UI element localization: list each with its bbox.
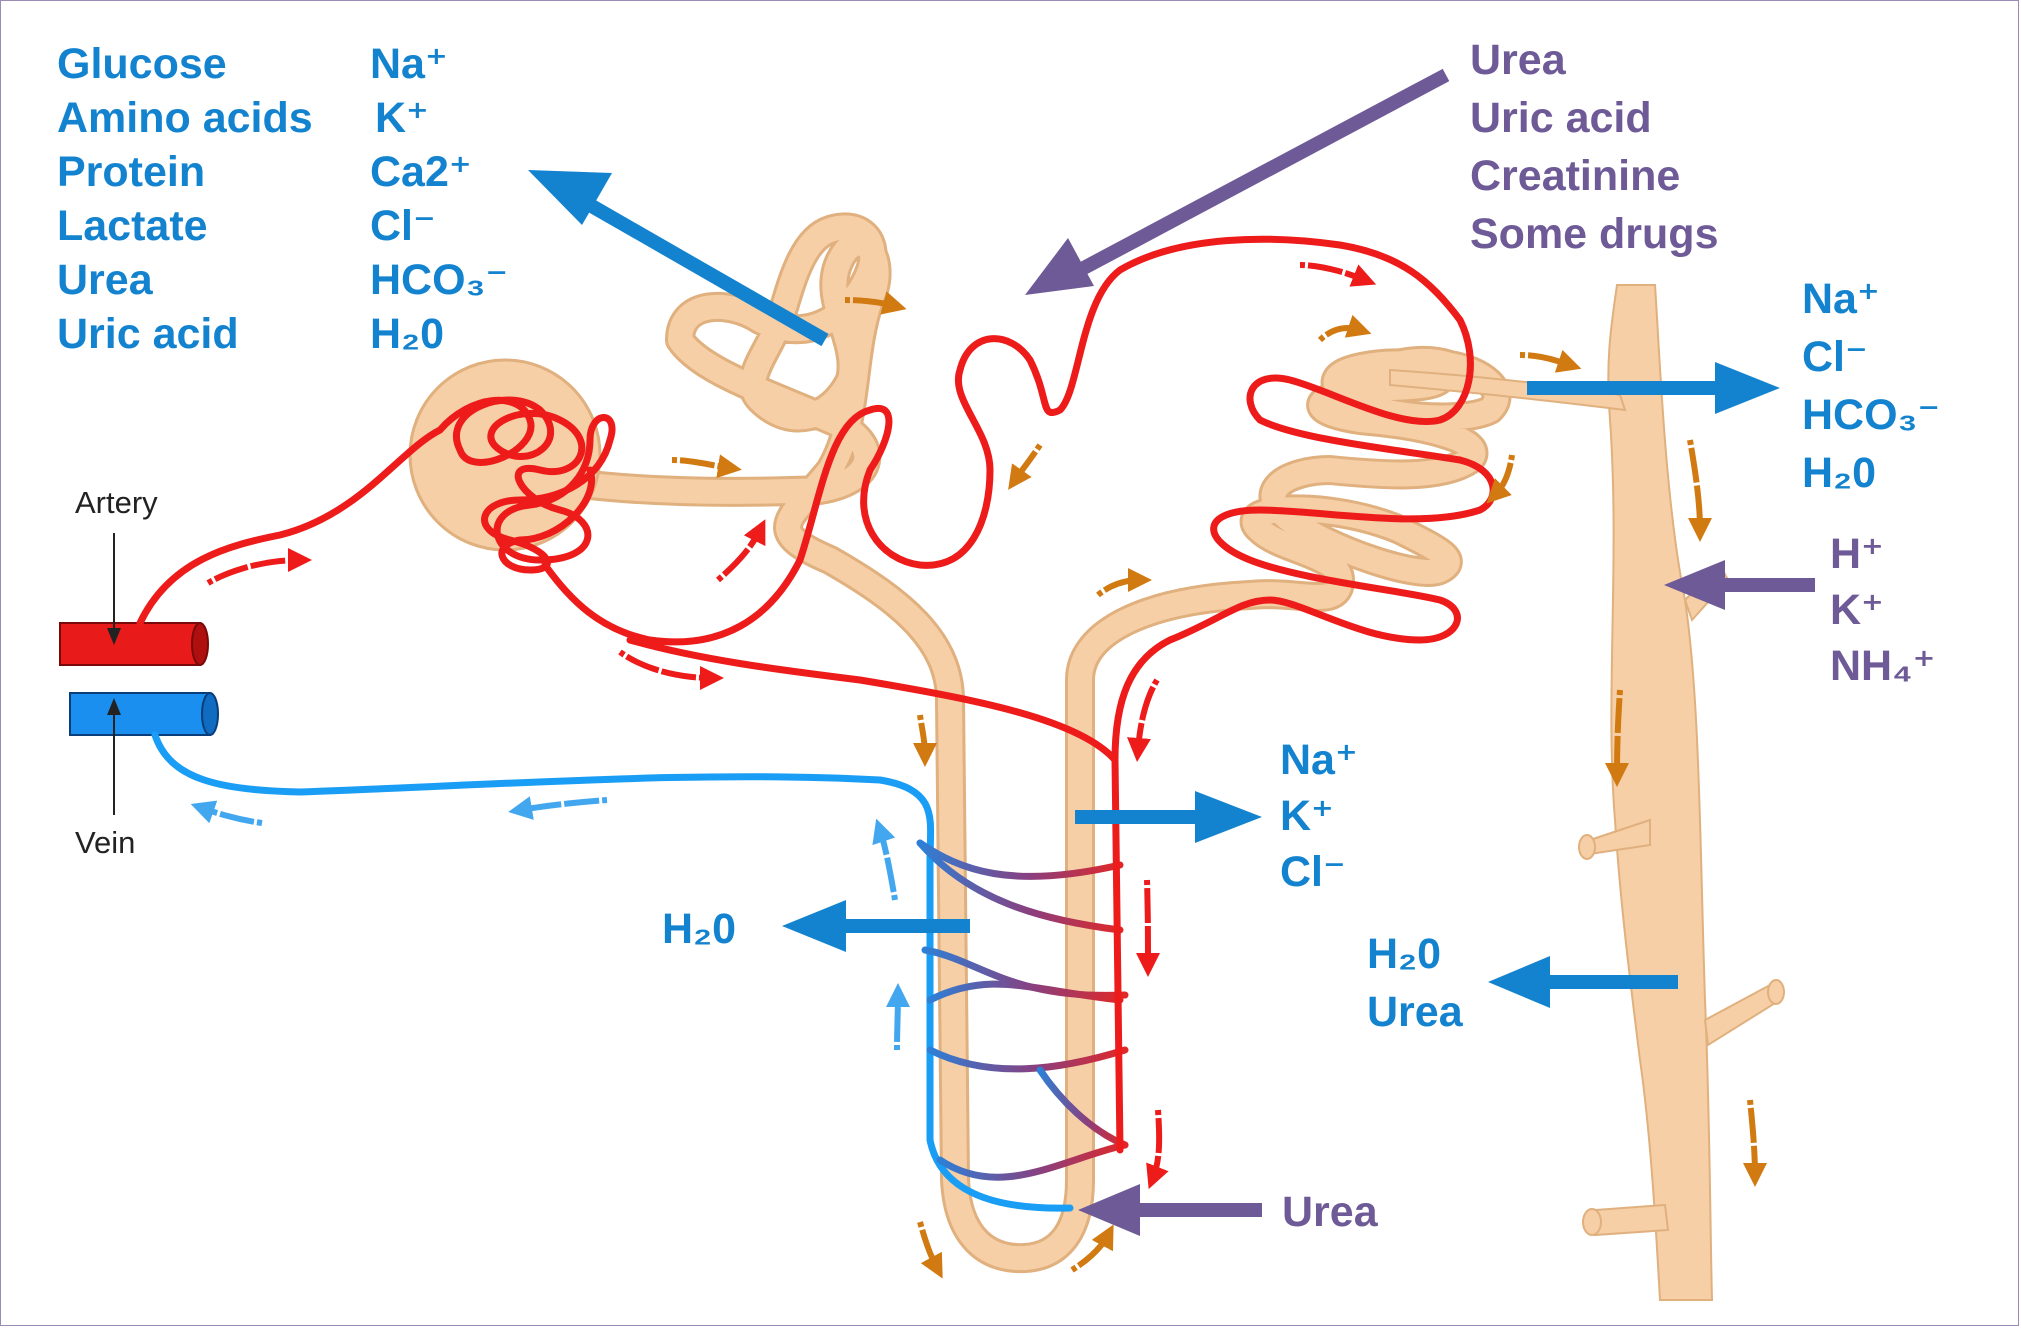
- reabsorbed-ion: H₂0: [370, 310, 444, 358]
- vein-label: Vein: [75, 825, 135, 860]
- venous-flow-arrows: [190, 796, 910, 1051]
- reabsorbed-ion: Na⁺: [370, 40, 448, 88]
- secreted-item: Some drugs: [1470, 210, 1719, 258]
- secretion-arrow-top: [1025, 68, 1450, 295]
- reabsorbed-ion: Ca2⁺: [370, 148, 472, 196]
- arterial-capillary: [136, 235, 1497, 1154]
- peritubular-capillaries: [916, 839, 1129, 1181]
- duct-lower-arrow: [1488, 956, 1678, 1008]
- duct-out-list: Na⁺ Cl⁻ HCO₃⁻ H₂0: [1802, 275, 1940, 497]
- ascending-out-item: Na⁺: [1280, 736, 1358, 784]
- secreted-item: Uric acid: [1470, 94, 1652, 142]
- artery-vessel: [59, 622, 209, 666]
- artery-pointer: [107, 533, 121, 645]
- reabsorbed-ion: HCO₃⁻: [370, 256, 508, 304]
- duct-lower-item: Urea: [1367, 988, 1464, 1036]
- secreted-item: Urea: [1470, 36, 1567, 84]
- reabsorbed-item: Glucose: [57, 40, 227, 88]
- artery-label: Artery: [75, 485, 158, 520]
- secreted-item: Creatinine: [1470, 152, 1680, 200]
- vein-vessel: [69, 692, 219, 736]
- duct-reabsorption-arrow: [1527, 362, 1780, 414]
- duct-in-item: NH₄⁺: [1830, 642, 1935, 690]
- duct-out-item: Na⁺: [1802, 275, 1880, 323]
- duct-lower-item: H₂0: [1367, 930, 1441, 978]
- ascending-limb-list: Na⁺ K⁺ Cl⁻: [1280, 736, 1358, 896]
- ascending-out-item: K⁺: [1280, 792, 1334, 840]
- loop-urea-label: Urea: [1282, 1188, 1379, 1236]
- duct-in-item: H⁺: [1830, 530, 1884, 578]
- collecting-duct: [1389, 284, 1785, 1301]
- venous-return: [151, 731, 1074, 1212]
- descending-limb-arrow: [782, 900, 970, 952]
- glomerulus-reabsorbed-list: Glucose Amino acids Protein Lactate Urea…: [57, 40, 508, 358]
- secreted-top-list: Urea Uric acid Creatinine Some drugs: [1470, 36, 1719, 258]
- arterial-flow-arrows: [206, 262, 1377, 1190]
- reabsorbed-item: Urea: [57, 256, 154, 304]
- duct-in-item: K⁺: [1830, 586, 1884, 634]
- duct-in-list: H⁺ K⁺ NH₄⁺: [1830, 530, 1935, 690]
- duct-out-item: HCO₃⁻: [1802, 391, 1940, 439]
- duct-lower-list: H₂0 Urea: [1367, 930, 1464, 1036]
- reabsorbed-ion: K⁺: [375, 94, 429, 142]
- duct-secretion-arrow: [1664, 560, 1815, 610]
- flow-arrows: [671, 291, 1767, 1279]
- nephron-tubule: [505, 227, 1496, 1258]
- duct-out-item: H₂0: [1802, 449, 1876, 497]
- loop-urea-arrow: [1078, 1184, 1262, 1236]
- ascending-limb-arrow: [1075, 791, 1262, 843]
- reabsorbed-item: Uric acid: [57, 310, 239, 358]
- ascending-out-item: Cl⁻: [1280, 848, 1346, 896]
- descending-limb-label: H₂0: [662, 905, 736, 953]
- reabsorbed-item: Amino acids: [57, 94, 313, 142]
- vein-pointer: [107, 698, 121, 815]
- reabsorbed-item: Protein: [57, 148, 205, 196]
- reabsorbed-item: Lactate: [57, 202, 208, 250]
- reabsorbed-ion: Cl⁻: [370, 202, 436, 250]
- duct-out-item: Cl⁻: [1802, 333, 1868, 381]
- reabsorption-arrow-top: [528, 170, 829, 347]
